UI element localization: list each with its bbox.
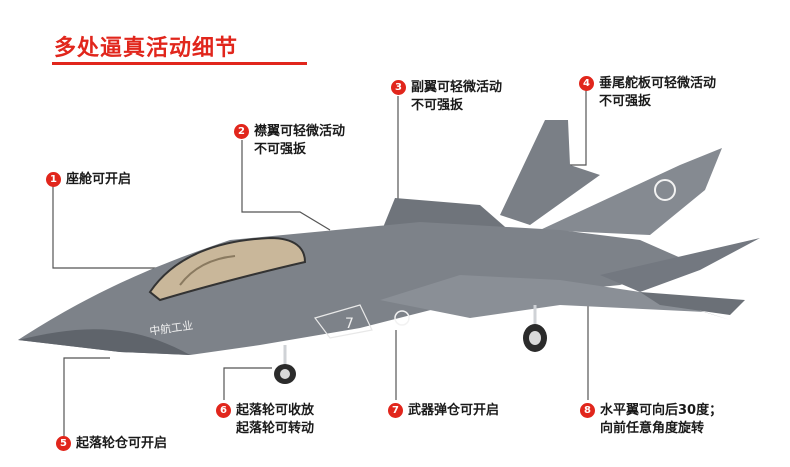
fuselage-roundel — [394, 310, 410, 326]
page-title: 多处逼真活动细节 — [54, 36, 239, 61]
callout-number: 8 — [580, 403, 595, 418]
callout-text: 起落轮可收放 — [236, 403, 315, 418]
callout-text: 襟翼可轻微活动 — [254, 124, 346, 139]
callout-number: 4 — [579, 76, 594, 91]
callout-text: 副翼可轻微活动 — [411, 80, 503, 95]
horizontal-stabilizer-near — [640, 292, 745, 315]
callout-number: 1 — [46, 172, 61, 187]
callout-landing-gear: 6 起落轮可收放 起落轮可转动 — [216, 402, 314, 438]
wing-near — [380, 275, 730, 320]
callout-text: 水平翼可向后30度； — [600, 403, 723, 418]
vertical-tail-left — [500, 120, 600, 225]
canopy — [148, 236, 307, 302]
vertical-tail-right — [540, 148, 722, 235]
main-gear-hub — [529, 331, 541, 345]
fuselage — [18, 222, 690, 355]
weapons-bay-panel — [313, 304, 373, 339]
nose-underside — [18, 329, 190, 355]
leader-line-1 — [52, 180, 180, 269]
callout-text: 垂尾舵板可轻微活动 — [599, 76, 717, 91]
callout-cockpit: 1 座舱可开启 — [46, 171, 131, 189]
title-underline — [52, 62, 307, 65]
roundel — [654, 179, 676, 201]
callout-text: 不可强扳 — [411, 98, 464, 113]
leader-line-5 — [63, 357, 110, 436]
callout-number: 3 — [391, 80, 406, 95]
tail-number: 7 — [345, 316, 354, 332]
callout-text: 起落轮仓可开启 — [76, 436, 168, 451]
leader-line-2 — [241, 140, 331, 231]
callout-number: 2 — [234, 124, 249, 139]
horizontal-stabilizer — [600, 238, 760, 292]
callout-flaps: 2 襟翼可轻微活动 不可强扳 — [234, 123, 345, 159]
leader-line-6 — [223, 367, 272, 400]
nose-gear-hub — [280, 369, 290, 379]
callout-gear-bay: 5 起落轮仓可开启 — [56, 435, 167, 453]
callout-text: 座舱可开启 — [66, 172, 132, 187]
callout-text: 武器弹仓可开启 — [408, 403, 500, 418]
callout-text: 起落轮可转动 — [236, 421, 315, 436]
canopy-frame — [179, 255, 236, 286]
callout-text: 不可强扳 — [599, 94, 652, 109]
callout-weapons-bay: 7 武器弹仓可开启 — [388, 402, 499, 420]
callout-text: 不可强扳 — [254, 142, 307, 157]
callout-number: 7 — [388, 403, 403, 418]
callout-number: 5 — [56, 436, 71, 451]
callout-rudder: 4 垂尾舵板可轻微活动 不可强扳 — [579, 75, 716, 111]
side-text: 中航工业 — [148, 318, 194, 338]
callout-number: 6 — [216, 403, 231, 418]
callout-stabilizer: 8 水平翼可向后30度； 向前任意角度旋转 — [580, 402, 722, 438]
callout-text: 向前任意角度旋转 — [600, 421, 705, 436]
callout-ailerons: 3 副翼可轻微活动 不可强扳 — [391, 79, 502, 115]
